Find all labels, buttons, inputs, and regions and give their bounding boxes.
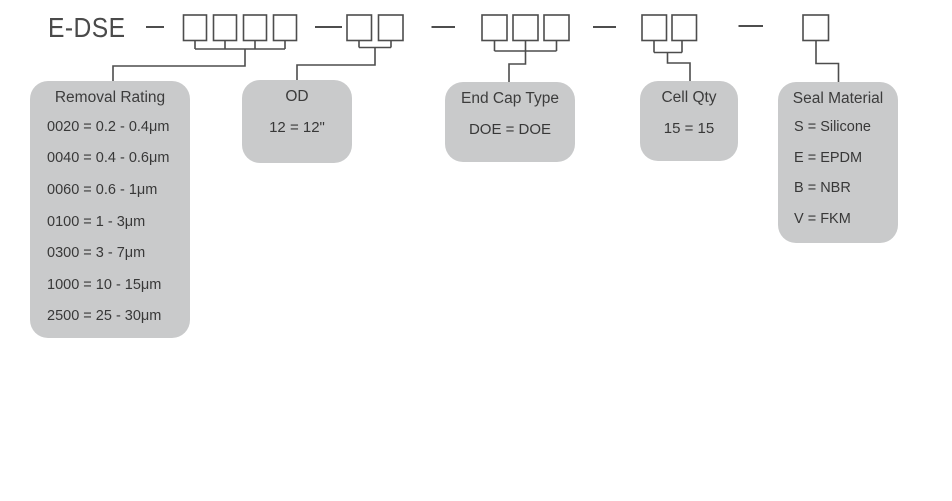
seal-material-option: B = NBR xyxy=(794,180,851,197)
connector-seal xyxy=(815,40,840,82)
code-box-endcap-3 xyxy=(543,14,570,42)
removal-rating-option: 0100 = 1 - 3μm xyxy=(47,213,146,230)
panel-end-cap-type-title: End Cap Type xyxy=(461,90,559,107)
removal-rating-option: 1000 = 10 - 15μm xyxy=(47,276,162,293)
panel-removal-rating-title: Removal Rating xyxy=(54,89,166,106)
removal-rating-option: 0020 = 0.2 - 0.4μm xyxy=(47,118,170,135)
panel-seal-material: Seal Material S = Silicone E = EPDM B = … xyxy=(778,82,898,243)
code-box-removal-3 xyxy=(242,14,268,42)
code-box-cellqty-1 xyxy=(641,14,668,42)
code-box-endcap-1 xyxy=(481,14,508,42)
code-box-seal-1 xyxy=(802,14,830,42)
code-box-od-1 xyxy=(346,14,373,42)
panel-cell-qty: Cell Qty 15 = 15 xyxy=(640,81,738,161)
panel-seal-material-title: Seal Material xyxy=(792,90,884,107)
removal-rating-option: 0300 = 3 - 7μm xyxy=(47,245,146,262)
product-prefix: E-DSE xyxy=(48,12,126,43)
panel-removal-rating: Removal Rating 0020 = 0.2 - 0.4μm 0040 =… xyxy=(30,81,190,338)
panel-end-cap-type: End Cap Type DOE = DOE xyxy=(445,82,575,162)
end-cap-type-option: DOE = DOE xyxy=(468,121,552,138)
code-schematic xyxy=(112,14,840,82)
panel-cell-qty-title: Cell Qty xyxy=(661,89,717,106)
code-box-endcap-2 xyxy=(512,14,539,42)
seal-material-option: S = Silicone xyxy=(794,119,871,136)
od-option: 12 = 12" xyxy=(269,119,325,136)
code-box-od-2 xyxy=(377,14,404,42)
connector-endcap xyxy=(493,40,558,82)
cell-qty-option: 15 = 15 xyxy=(663,120,715,137)
code-box-removal-1 xyxy=(182,14,208,42)
connector-cellqty xyxy=(653,40,691,81)
connector-removal xyxy=(112,40,286,82)
seal-material-option: V = FKM xyxy=(794,210,851,227)
removal-rating-option: 2500 = 25 - 30μm xyxy=(47,308,162,325)
code-box-cellqty-2 xyxy=(671,14,698,42)
code-box-removal-4 xyxy=(272,14,298,42)
panel-od: OD 12 = 12" xyxy=(242,80,352,163)
removal-rating-option: 0060 = 0.6 - 1μm xyxy=(47,181,158,198)
panel-od-title: OD xyxy=(285,88,309,105)
code-box-removal-2 xyxy=(212,14,238,42)
seal-material-option: E = EPDM xyxy=(794,149,863,166)
connector-od xyxy=(296,40,392,81)
removal-rating-option: 0040 = 0.4 - 0.6μm xyxy=(47,150,170,167)
